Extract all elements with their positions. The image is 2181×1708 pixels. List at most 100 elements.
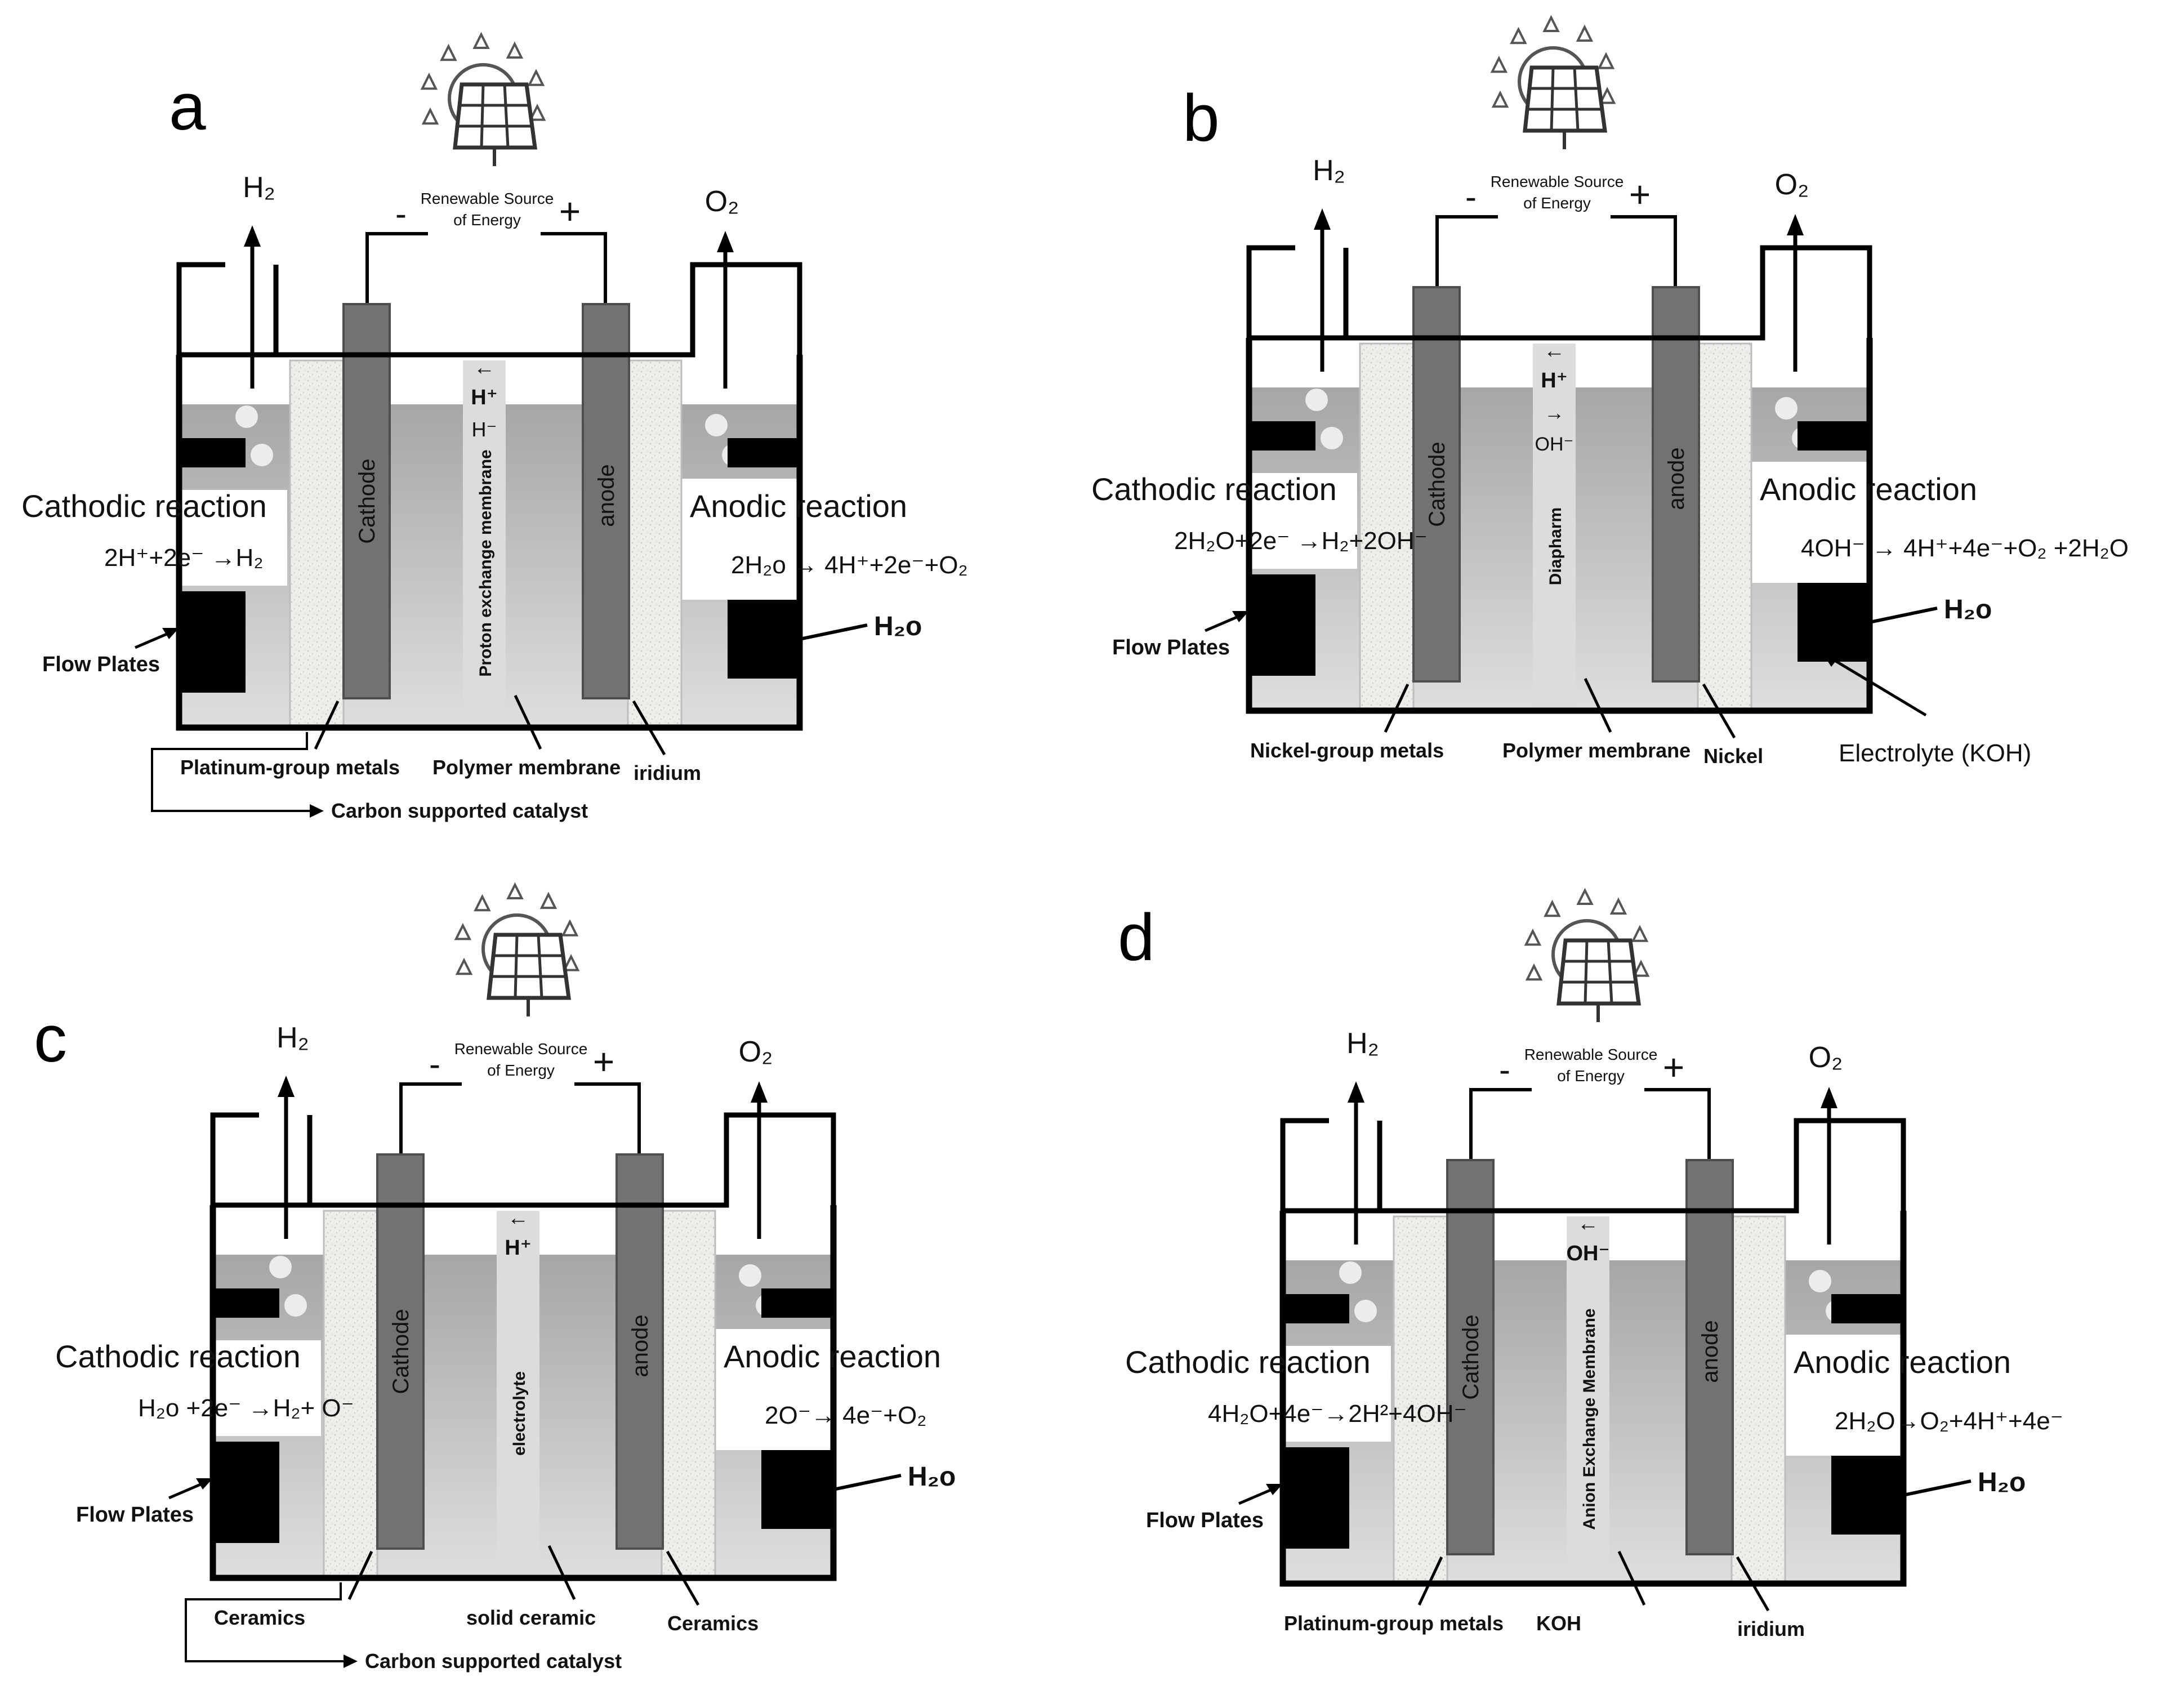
cathode-catalyst-label: Ceramics: [214, 1606, 305, 1629]
flow-plate-top-left: [213, 1288, 279, 1318]
catalyst-pointer-left: [347, 1550, 373, 1600]
sun-ray: [528, 104, 546, 121]
sun-ray: [562, 954, 580, 971]
flow-plate-top-right: [1798, 421, 1870, 451]
cathode-label: Cathode: [1459, 1314, 1483, 1399]
membrane-material-label: Polymer membrane: [432, 756, 621, 779]
housing-body: [1279, 1211, 1907, 1587]
anode-label: anode: [594, 464, 619, 527]
oxygen-output-label: O₂: [739, 1036, 773, 1068]
housing-left-duct: [210, 1112, 313, 1208]
membrane-material-label: Polymer membrane: [1502, 739, 1691, 762]
ion-label: H⁺: [505, 1236, 532, 1260]
water-input-label: H₂o: [908, 1462, 956, 1492]
carbon-support-connector: [151, 732, 315, 812]
flow-plate-bottom-left: [213, 1442, 279, 1543]
anode-label: anode: [1664, 447, 1689, 510]
gas-bubble: [1354, 1300, 1377, 1322]
flow-plates-arrowhead: [1266, 1484, 1283, 1495]
h2-arrowhead: [1314, 208, 1331, 230]
solar-cell-frame: [487, 933, 571, 1000]
anode-electrode: [1685, 1159, 1734, 1555]
water-input-label: H₂o: [1978, 1468, 2026, 1497]
panel-letter: b: [1183, 81, 1220, 155]
solar-cell-line: [503, 84, 510, 148]
solar-cell-frame: [1523, 65, 1607, 133]
membrane-label: Diapharm: [1546, 507, 1565, 585]
negative-terminal-sign: -: [1465, 178, 1477, 216]
hydrogen-output-label: H₂: [1313, 154, 1345, 187]
anode-electrode: [1652, 286, 1700, 683]
flow-plates-label: Flow Plates: [42, 653, 160, 676]
cathode-catalyst-layer: [323, 1210, 378, 1577]
electrolyte-pointer: [1826, 654, 1927, 717]
oxygen-output-label: O₂: [1809, 1041, 1843, 1074]
wire-positive: [574, 1082, 641, 1154]
power-source-label: Renewable Source: [1491, 173, 1624, 190]
anodic-label-background: [676, 479, 952, 600]
anodic-reaction-title: Anodic reaction: [690, 488, 907, 524]
cathode-label: Cathode: [1425, 442, 1449, 527]
membrane-label: electrolyte: [510, 1371, 529, 1456]
catalyst-pointer-left: [314, 700, 340, 750]
positive-terminal-sign: +: [559, 190, 581, 232]
negative-terminal-sign: -: [429, 1045, 440, 1083]
sun-ray: [454, 922, 472, 940]
anode-label: anode: [628, 1314, 653, 1377]
housing-top: [276, 262, 802, 358]
wire-negative: [1469, 1088, 1532, 1160]
anodic-reaction-equation: 2H₂O→O₂+4H⁺+4e⁻: [1835, 1407, 2063, 1435]
power-source-label: of Energy: [1523, 194, 1591, 212]
cathode-electrode: [1412, 286, 1461, 683]
solar-cell-line: [1573, 67, 1580, 131]
cathodic-reaction-title: Cathodic reaction: [1125, 1344, 1371, 1380]
catalyst-pointer-right: [666, 1550, 700, 1606]
flow-plate-bottom-right: [1831, 1456, 1903, 1535]
membrane-pointer: [1617, 1550, 1646, 1606]
anodic-reaction-equation: 2O⁻→ 4e⁻+O₂: [765, 1402, 926, 1429]
anodic-label-background: [710, 1329, 985, 1450]
water-input-label: H₂o: [1944, 595, 1992, 625]
power-source-label: of Energy: [1557, 1067, 1625, 1085]
cathodic-reaction-equation: H₂o +2e⁻ →H₂+ O⁻: [138, 1394, 354, 1422]
housing-top: [1346, 245, 1872, 341]
cathode-electrode: [376, 1153, 425, 1550]
cathode-electrode: [342, 303, 391, 699]
solar-cell-line: [537, 934, 543, 998]
catalyst-pointer-right: [1736, 1556, 1770, 1612]
membrane-label: Anion Exchange Membrane: [1580, 1308, 1599, 1529]
housing-left-duct: [1280, 1118, 1382, 1214]
cathode-catalyst-label: Platinum-group metals: [1284, 1612, 1504, 1635]
wire-positive: [1644, 1088, 1711, 1160]
hydrogen-output-label: H₂: [1346, 1027, 1379, 1060]
carbon-support-arrowhead: [344, 1655, 358, 1668]
oxygen-output-label: O₂: [705, 185, 739, 218]
o2-arrowhead: [1821, 1087, 1837, 1108]
water-pointer: [1869, 607, 1938, 624]
membrane: [1567, 1216, 1609, 1581]
flow-plate-top-left: [179, 438, 246, 467]
power-source-label: of Energy: [487, 1062, 555, 1079]
housing-top: [310, 1112, 836, 1208]
sun-ray: [1542, 15, 1560, 33]
solar-panel-icon: [1490, 15, 1616, 149]
electrolyte-arrowhead: [1822, 652, 1840, 667]
panel-letter: a: [169, 70, 206, 144]
flow-plates-arrowhead: [196, 1478, 213, 1490]
water-pointer: [833, 1474, 902, 1491]
housing-left-duct: [1246, 245, 1349, 341]
solar-panel-icon: [454, 882, 580, 1016]
flow-plates-label: Flow Plates: [76, 1503, 194, 1527]
solar-cell-line: [480, 84, 485, 148]
housing-body: [1246, 338, 1873, 714]
cathodic-reaction-title: Cathodic reaction: [21, 488, 267, 524]
carbon-support-arrowhead: [310, 804, 324, 818]
flow-plate-bottom-left: [179, 591, 246, 693]
membrane: [463, 360, 506, 725]
flow-plate-top-left: [1283, 1294, 1349, 1323]
anode-label: anode: [1698, 1320, 1723, 1383]
anodic-reaction-equation: 4OH⁻ → 4H⁺+4e⁻+O₂ +2H₂O: [1801, 534, 2129, 562]
